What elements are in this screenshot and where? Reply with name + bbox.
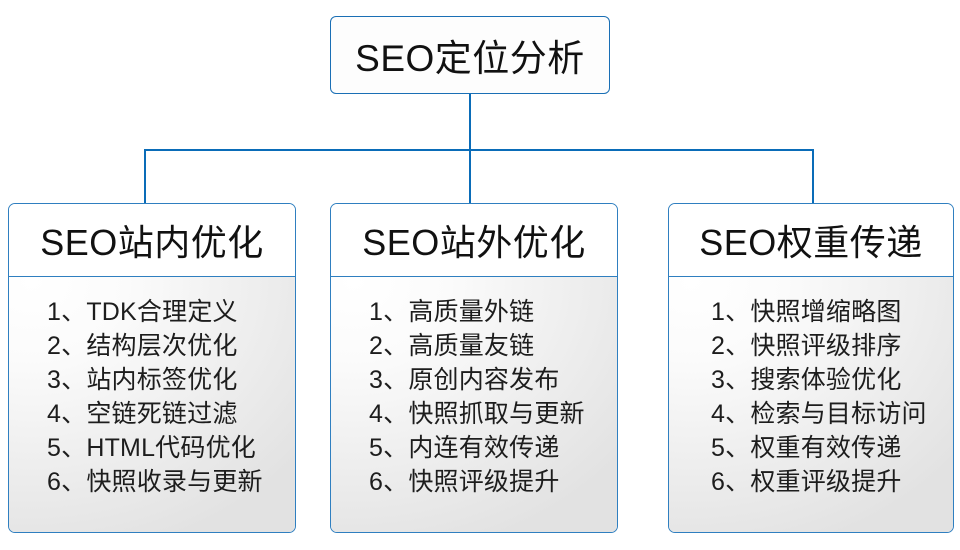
branch-card-seo-weight[interactable]: SEO权重传递 1、快照增缩略图 2、快照评级排序 3、搜索体验优化 4、检索与…: [668, 203, 954, 533]
list-item-index: 1、: [369, 298, 409, 326]
root-node[interactable]: SEO定位分析: [330, 16, 610, 94]
list-item: 6、权重评级提升: [711, 465, 953, 499]
list-item-index: 4、: [369, 400, 409, 428]
branch-title-seo-weight: SEO权重传递: [699, 222, 923, 263]
list-item: 4、检索与目标访问: [711, 397, 953, 431]
list-item-index: 2、: [47, 332, 87, 360]
list-item-label: 检索与目标访问: [750, 400, 927, 428]
list-item-index: 2、: [369, 332, 409, 360]
list-item-label: 快照收录与更新: [86, 468, 263, 496]
list-item-index: 3、: [369, 366, 409, 394]
list-item: 2、高质量友链: [369, 329, 617, 363]
list-item: 3、原创内容发布: [369, 363, 617, 397]
branch-header-seo-offsite: SEO站外优化: [331, 204, 617, 277]
branch-card-seo-onsite[interactable]: SEO站内优化 1、TDK合理定义 2、结构层次优化 3、站内标签优化 4、空链…: [8, 203, 296, 533]
list-item: 1、高质量外链: [369, 295, 617, 329]
list-item-label: 权重评级提升: [750, 468, 902, 496]
list-item-index: 6、: [47, 468, 87, 496]
list-item-label: TDK合理定义: [86, 298, 238, 326]
root-node-label: SEO定位分析: [355, 38, 585, 79]
list-item: 2、结构层次优化: [47, 329, 295, 363]
list-item-index: 1、: [47, 298, 87, 326]
list-item-index: 3、: [47, 366, 87, 394]
item-list-seo-onsite: 1、TDK合理定义 2、结构层次优化 3、站内标签优化 4、空链死链过滤 5、H…: [9, 295, 295, 499]
list-item: 4、空链死链过滤: [47, 397, 295, 431]
list-item: 6、快照评级提升: [369, 465, 617, 499]
list-item: 5、权重有效传递: [711, 431, 953, 465]
branch-title-seo-onsite: SEO站内优化: [40, 222, 264, 263]
list-item: 1、TDK合理定义: [47, 295, 295, 329]
list-item-index: 2、: [711, 332, 751, 360]
list-item: 4、快照抓取与更新: [369, 397, 617, 431]
list-item-label: 高质量外链: [408, 298, 535, 326]
list-item: 5、内连有效传递: [369, 431, 617, 465]
list-item-label: 快照抓取与更新: [408, 400, 585, 428]
list-item: 6、快照收录与更新: [47, 465, 295, 499]
list-item-label: 高质量友链: [408, 332, 535, 360]
list-item-index: 4、: [711, 400, 751, 428]
list-item-label: HTML代码优化: [86, 434, 256, 462]
list-item-label: 快照评级排序: [750, 332, 902, 360]
item-list-seo-offsite: 1、高质量外链 2、高质量友链 3、原创内容发布 4、快照抓取与更新 5、内连有…: [331, 295, 617, 499]
branch-header-seo-onsite: SEO站内优化: [9, 204, 295, 277]
list-item: 1、快照增缩略图: [711, 295, 953, 329]
list-item-index: 5、: [47, 434, 87, 462]
list-item-label: 快照评级提升: [408, 468, 560, 496]
branch-body-seo-offsite: 1、高质量外链 2、高质量友链 3、原创内容发布 4、快照抓取与更新 5、内连有…: [331, 277, 617, 532]
list-item-index: 1、: [711, 298, 751, 326]
branch-body-seo-weight: 1、快照增缩略图 2、快照评级排序 3、搜索体验优化 4、检索与目标访问 5、权…: [669, 277, 953, 532]
list-item-index: 5、: [369, 434, 409, 462]
list-item-label: 原创内容发布: [408, 366, 560, 394]
list-item-label: 空链死链过滤: [86, 400, 238, 428]
list-item-index: 4、: [47, 400, 87, 428]
list-item-label: 快照增缩略图: [750, 298, 902, 326]
list-item: 5、HTML代码优化: [47, 431, 295, 465]
list-item-label: 权重有效传递: [750, 434, 902, 462]
list-item: 3、站内标签优化: [47, 363, 295, 397]
list-item-index: 5、: [711, 434, 751, 462]
list-item-index: 6、: [369, 468, 409, 496]
branch-title-seo-offsite: SEO站外优化: [362, 222, 586, 263]
branch-header-seo-weight: SEO权重传递: [669, 204, 953, 277]
list-item-index: 6、: [711, 468, 751, 496]
list-item-label: 结构层次优化: [86, 332, 238, 360]
list-item: 3、搜索体验优化: [711, 363, 953, 397]
branch-body-seo-onsite: 1、TDK合理定义 2、结构层次优化 3、站内标签优化 4、空链死链过滤 5、H…: [9, 277, 295, 532]
list-item-label: 内连有效传递: [408, 434, 560, 462]
list-item-index: 3、: [711, 366, 751, 394]
item-list-seo-weight: 1、快照增缩略图 2、快照评级排序 3、搜索体验优化 4、检索与目标访问 5、权…: [669, 295, 953, 499]
list-item: 2、快照评级排序: [711, 329, 953, 363]
list-item-label: 站内标签优化: [86, 366, 238, 394]
branch-card-seo-offsite[interactable]: SEO站外优化 1、高质量外链 2、高质量友链 3、原创内容发布 4、快照抓取与…: [330, 203, 618, 533]
list-item-label: 搜索体验优化: [750, 366, 902, 394]
